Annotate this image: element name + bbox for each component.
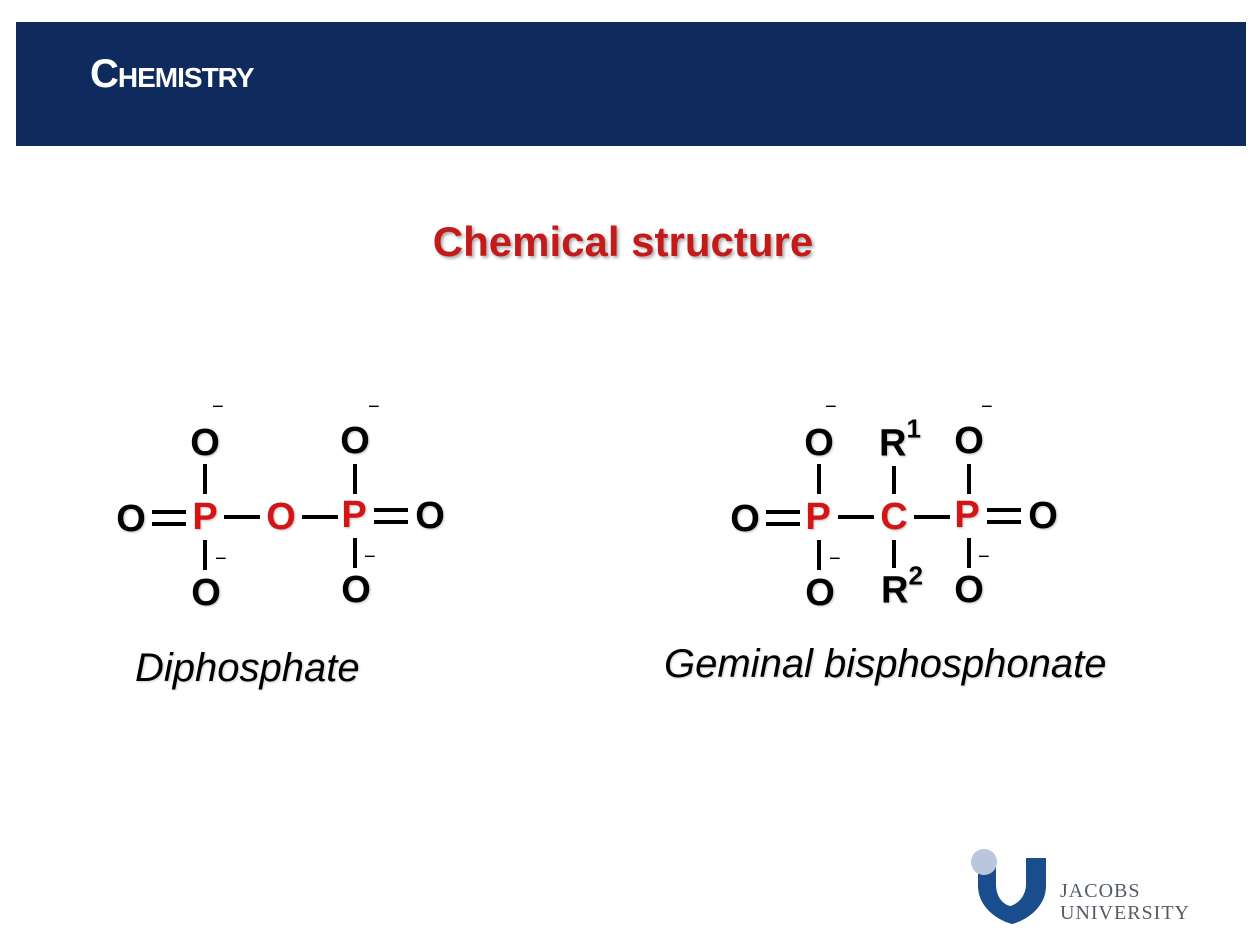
bisphosphonate-double-bond-right-1 [987, 508, 1021, 512]
diphosphate-o-left: O [116, 498, 146, 540]
diphosphate-bond-p1-top [203, 464, 207, 494]
diphosphate-o-right: O [415, 495, 445, 537]
diphosphate-double-bond-right-1 [374, 508, 408, 512]
bisphosphonate-caption: Geminal bisphosphonate [664, 642, 1107, 686]
bisphosphonate-r-top-sup: 1 [906, 413, 921, 444]
bisphosphonate-charge-top2: − [981, 396, 993, 418]
diphosphate-o-top1: O [190, 422, 220, 464]
bisphosphonate-p1: P [805, 496, 831, 538]
diphosphate-o-bottom1: O [191, 572, 221, 614]
diphosphate-double-bond-left-1 [152, 510, 186, 514]
shield-icon [971, 849, 1046, 924]
bisphosphonate-r-bottom-sup: 2 [908, 560, 923, 591]
bisphosphonate-bond-c-p2 [914, 515, 950, 519]
diphosphate-structure: O P O P O O − − O O − − O Diphosphate [0, 0, 600, 945]
diphosphate-p1: P [192, 496, 218, 538]
bisphosphonate-r-top: R1 [879, 413, 921, 465]
bisphosphonate-charge-top1: − [825, 396, 837, 418]
bisphosphonate-bond-c-bottom [892, 540, 896, 568]
header-band: Chemistry [16, 22, 1246, 146]
diphosphate-double-bond-right-2 [374, 520, 408, 524]
slide-title: Chemical structure [432, 218, 814, 265]
bisphosphonate-double-bond-right-2 [987, 520, 1021, 524]
logo-line1: JACOBS [1060, 880, 1141, 902]
bisphosphonate-o-top1: O [804, 422, 834, 464]
logo-text: JACOBS UNIVERSITY [1060, 880, 1190, 924]
diphosphate-bond-o-p2 [302, 515, 338, 519]
diphosphate-bond-p2-top [353, 464, 357, 494]
diphosphate-caption: Diphosphate [135, 646, 360, 690]
diphosphate-charge-bottom2: − [364, 546, 376, 568]
bisphosphonate-bond-p2-top [967, 464, 971, 494]
bisphosphonate-charge-bottom1: − [829, 548, 841, 570]
diphosphate-charge-bottom1: − [215, 548, 227, 570]
bisphosphonate-c: C [880, 496, 908, 538]
bisphosphonate-double-bond-left-2 [766, 522, 800, 526]
bisphosphonate-bond-p2-bottom [967, 538, 971, 568]
bisphosphonate-bond-c-top [892, 466, 896, 494]
bisphosphonate-bond-p1-c [838, 515, 874, 519]
diphosphate-o-bottom2: O [341, 569, 371, 611]
bisphosphonate-o-right: O [1028, 495, 1058, 537]
diphosphate-o-bridge: O [266, 496, 296, 538]
bisphosphonate-bond-p1-bottom [817, 540, 821, 570]
bisphosphonate-double-bond-left-1 [766, 510, 800, 514]
diphosphate-o-top2: O [340, 420, 370, 462]
diphosphate-double-bond-left-2 [152, 522, 186, 526]
bisphosphonate-o-bottom1: O [805, 572, 835, 614]
header-title: Chemistry [90, 52, 255, 96]
bisphosphonate-bond-p1-top [817, 464, 821, 494]
bisphosphonate-o-top2: O [954, 420, 984, 462]
bisphosphonate-o-left: O [730, 498, 760, 540]
bisphosphonate-o-bottom2: O [954, 569, 984, 611]
bisphosphonate-p2: P [954, 494, 980, 536]
diphosphate-charge-top2: − [368, 396, 380, 418]
diphosphate-charge-top1: − [212, 396, 224, 418]
bisphosphonate-charge-bottom2: − [978, 546, 990, 568]
diphosphate-p2: P [341, 494, 367, 536]
diphosphate-bond-p2-bottom [353, 538, 357, 568]
jacobs-university-logo: JACOBS UNIVERSITY [970, 848, 1200, 928]
logo-line2: UNIVERSITY [1060, 902, 1190, 924]
bisphosphonate-r-bottom: R2 [881, 560, 923, 612]
diphosphate-bond-p1-o [224, 515, 260, 519]
diphosphate-bond-p1-bottom [203, 540, 207, 570]
